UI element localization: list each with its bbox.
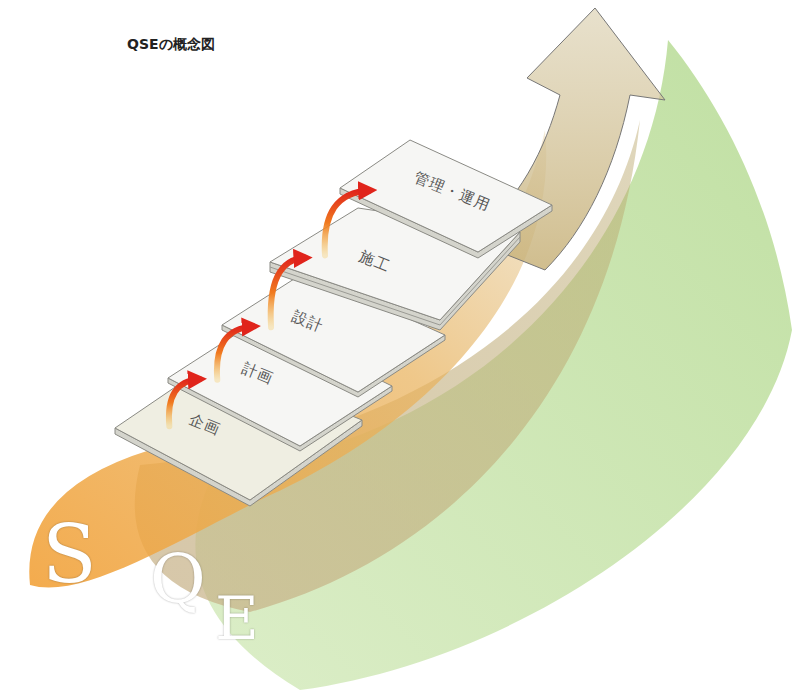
diagram-title: QSEの概念図 [127, 36, 215, 54]
band-letter: E [215, 588, 259, 648]
plate-top [340, 140, 552, 252]
band-letter: Q [150, 545, 206, 613]
s-band [29, 130, 546, 588]
band-letter: S [42, 515, 97, 595]
phase-plate: 管理・運用 [340, 140, 552, 258]
